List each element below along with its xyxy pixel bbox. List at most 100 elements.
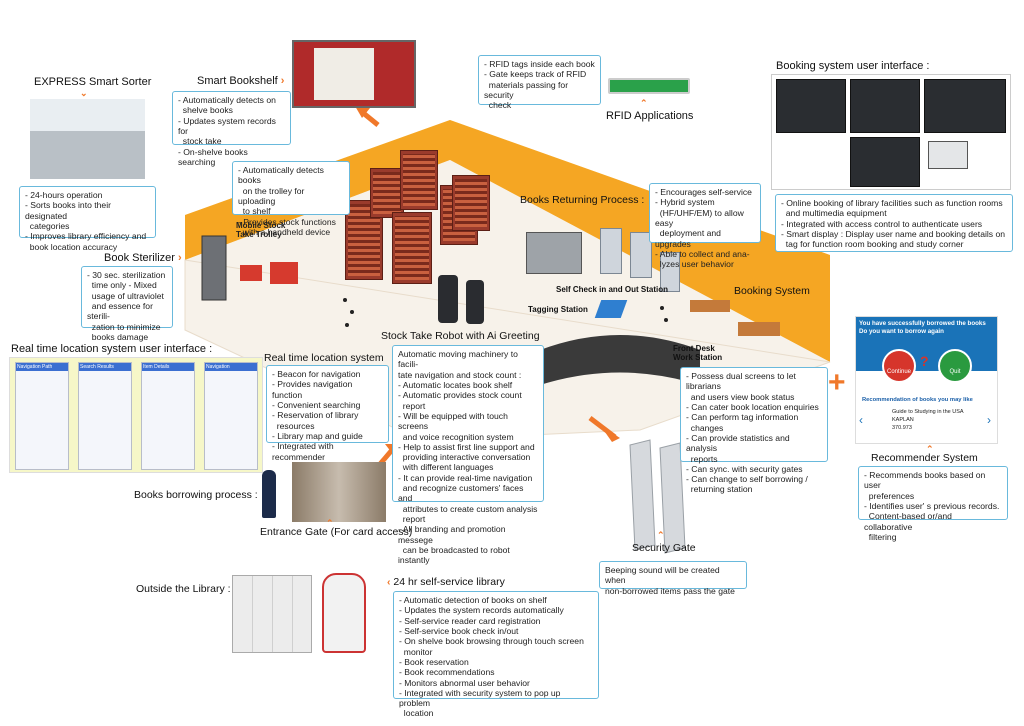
rfid-tag-icon bbox=[608, 78, 690, 94]
entrance-gate-photo bbox=[292, 462, 386, 522]
bookshelf bbox=[370, 168, 404, 218]
person-figure bbox=[262, 470, 276, 518]
returning-info-box: - Encourages self-service - Hybrid syste… bbox=[649, 183, 761, 269]
rfid-item: - RFID tags inside each book bbox=[484, 59, 595, 69]
self-check-kiosk bbox=[660, 252, 680, 292]
self-check-kiosk bbox=[630, 232, 652, 278]
rtls-ui-title: Real time location system user interface… bbox=[11, 343, 213, 355]
selfservice-info-box: - Automatic detection of books on shelf … bbox=[393, 591, 599, 718]
booking-screen bbox=[850, 79, 920, 133]
trolley-title: Mobile Stock Take Trolley bbox=[236, 221, 286, 239]
rtls-screen-title: Navigation bbox=[205, 363, 257, 371]
robot-item: - Will be equipped with touch screens an… bbox=[398, 410, 514, 442]
recommender-dialog-text: You have successfully borrowed the books… bbox=[856, 317, 997, 371]
sorter-title: EXPRESS Smart Sorter bbox=[34, 76, 152, 88]
self-check-label: Self Check in and Out Station bbox=[556, 285, 669, 294]
robot-item: - Automatic provides stock count report bbox=[398, 390, 522, 411]
sorter-item: - Sorts books into their designated cate… bbox=[25, 200, 111, 231]
smart-bookshelf-photo bbox=[292, 40, 416, 108]
robot-item: - It can provide real-time navigation an… bbox=[398, 472, 538, 524]
selfservice-item: - Automatic detection of books on shelf bbox=[399, 595, 547, 605]
rtls-screen-title: Item Details bbox=[142, 363, 194, 371]
front-desk-item: - Can sync. with security gates bbox=[686, 463, 803, 474]
rtls-phone: Navigation bbox=[204, 362, 258, 470]
recommender-screen: You have successfully borrowed the books… bbox=[855, 316, 998, 444]
booking-item: - Online booking of library facilities s… bbox=[781, 198, 1003, 219]
chevron-left-icon[interactable]: ‹ bbox=[859, 413, 863, 427]
bookshelf-title-text: Smart Bookshelf bbox=[197, 75, 278, 87]
chevron-up-icon: ⌃ bbox=[657, 530, 665, 540]
rtls-title: Real time location system bbox=[264, 352, 384, 364]
rfid-title: RFID Applications bbox=[606, 110, 694, 122]
bookshelf-item: - Automatically detects on shelve books bbox=[178, 95, 276, 116]
rtls-info-box: - Beacon for navigation - Provides navig… bbox=[266, 365, 389, 462]
chevron-down-icon: ⌄ bbox=[80, 88, 88, 98]
booking-ui-title: Booking system user interface : bbox=[776, 60, 930, 72]
sterilizer-title-text: Book Sterilizer bbox=[104, 252, 175, 264]
front-desk-item: - Can cater book location enquiries bbox=[686, 401, 819, 412]
rtls-screens-panel: Navigation Path Search Results Item Deta… bbox=[9, 357, 263, 473]
booking-item: - Integrated with access control to auth… bbox=[781, 218, 983, 229]
recommender-title: Recommender System bbox=[871, 452, 978, 464]
selfservice-item: - Integrated with security system to pop… bbox=[399, 687, 561, 719]
booking-screen bbox=[924, 79, 1006, 133]
returning-item: - Able to collect and ana- lyzes user be… bbox=[655, 248, 750, 270]
booking-screens-panel bbox=[771, 74, 1011, 190]
sorter-photo bbox=[30, 99, 145, 179]
self-check-kiosk bbox=[600, 228, 622, 274]
return-cabinet bbox=[526, 232, 582, 274]
selfservice-item: - Monitors abnormal user behavior bbox=[399, 677, 530, 688]
selfservice-item: - Book recommendations bbox=[399, 667, 495, 678]
selfservice-title-text: 24 hr self-service library bbox=[393, 576, 505, 588]
front-desk-info-box: - Possess dual screens to let librarians… bbox=[680, 367, 828, 494]
rtls-screen-title: Navigation Path bbox=[16, 363, 68, 371]
robot-item: - Automatic locates book shelf bbox=[398, 379, 513, 390]
rtls-phone: Item Details bbox=[141, 362, 195, 470]
bookshelf bbox=[452, 175, 490, 231]
chevron-up-icon: ⌃ bbox=[640, 98, 648, 108]
front-desk-item: - Can perform tag information changes bbox=[686, 412, 799, 433]
rtls-item: - Library map and guide bbox=[272, 430, 363, 441]
selfservice-item: - Book reservation bbox=[399, 656, 469, 667]
rtls-screen-title: Search Results bbox=[79, 363, 131, 371]
chevron-right-icon[interactable]: › bbox=[987, 413, 991, 427]
trolley-item: - Automatically detects books on the tro… bbox=[238, 165, 324, 217]
security-item: Beeping sound will be created when non-b… bbox=[605, 565, 735, 596]
recommender-item: - Identifies user' s previous records. C… bbox=[864, 500, 1000, 542]
outside-title: Outside the Library : bbox=[136, 583, 231, 595]
sorter-info-box: - 24-hours operation - Sorts books into … bbox=[19, 186, 156, 252]
quit-label: Quit bbox=[949, 369, 961, 375]
selfservice-item: - Updates the system records automatical… bbox=[399, 605, 564, 616]
rfid-item: - Gate keeps track of RFID materials pas… bbox=[484, 69, 587, 111]
book-publisher: KAPLAN bbox=[892, 417, 914, 423]
bookshelf-item: - On-shelve books searching bbox=[178, 146, 251, 167]
svg-text:+: + bbox=[828, 366, 846, 399]
book-number: 370.973 bbox=[892, 425, 912, 431]
rtls-item: - Convenient searching bbox=[272, 399, 361, 410]
entrance-gate-label: Entrance Gate (For card access) bbox=[260, 526, 413, 538]
recommender-item: - Recommends books based on user prefere… bbox=[864, 470, 986, 501]
rtls-item: - Provides navigation function bbox=[272, 379, 355, 400]
booking-system-label: Booking System bbox=[734, 285, 810, 297]
rtls-item: - Beacon for navigation bbox=[272, 369, 361, 379]
trolley-item: - Provides stock functions with a handhe… bbox=[238, 216, 336, 237]
front-desk-item: - Can provide statistics and analysis re… bbox=[686, 432, 790, 464]
front-desk-item: - Can change to self borrowing / returni… bbox=[686, 474, 808, 495]
quit-button[interactable]: Quit bbox=[938, 349, 972, 383]
kiosk-photo bbox=[322, 573, 366, 653]
sorter-item: - Improves library efficiency and book l… bbox=[25, 231, 147, 252]
continue-button[interactable]: Continue bbox=[882, 349, 916, 383]
rtls-phone: Search Results bbox=[78, 362, 132, 470]
bookshelf-info-box: - Automatically detects on shelve books … bbox=[172, 91, 291, 167]
selfservice-item: - Self-service book check in/out bbox=[399, 625, 519, 636]
recommender-info-box: - Recommends books based on user prefere… bbox=[858, 466, 1008, 542]
robot-title: Stock Take Robot with Ai Greeting bbox=[381, 330, 540, 342]
booking-screen bbox=[776, 79, 846, 133]
selfservice-item: - Self-service reader card registration bbox=[399, 615, 541, 626]
selfservice-item: - On shelve book browsing through touch … bbox=[399, 636, 584, 657]
booking-item: - Smart display : Display user name and … bbox=[781, 228, 1006, 250]
bookshelf-title: Smart Bookshelf › bbox=[197, 75, 284, 87]
sterilizer-item: - 30 sec. sterilization time only - Mixe… bbox=[87, 270, 166, 342]
front-desk-label: Front Desk Work Station bbox=[673, 344, 723, 362]
borrowing-title: Books borrowing process : bbox=[134, 489, 258, 501]
